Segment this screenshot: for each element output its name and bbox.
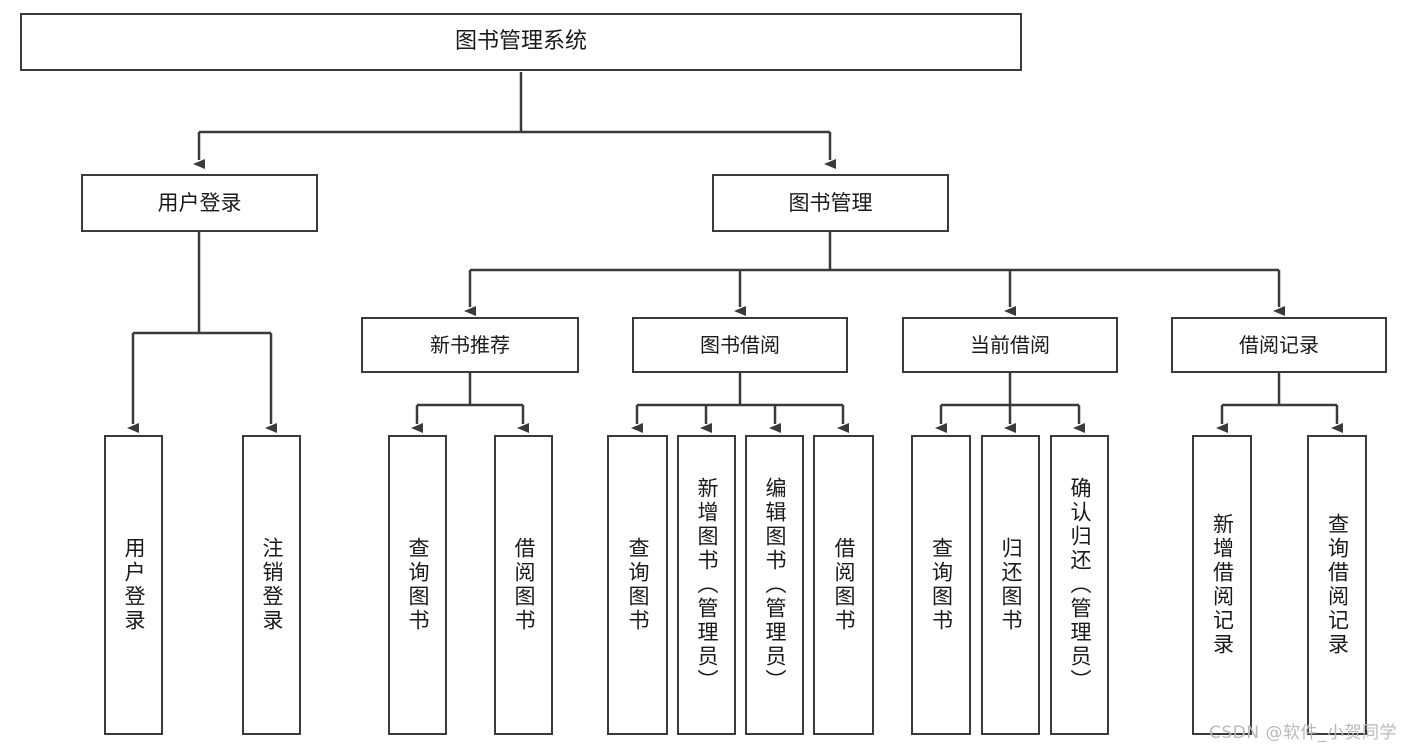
leaf-label: 查询图书 — [929, 537, 954, 633]
leaf-borrow-record-add[interactable]: 新增借阅记录 — [1192, 435, 1252, 735]
node-book-borrow[interactable]: 图书借阅 — [632, 317, 848, 373]
leaf-label: 归还图书 — [999, 537, 1023, 633]
node-new-book-recommend[interactable]: 新书推荐 — [361, 317, 579, 373]
leaf-current-borrow-confirm[interactable]: 确认归还（管理员） — [1050, 435, 1109, 735]
node-root[interactable]: 图书管理系统 — [20, 13, 1022, 71]
leaf-borrow-record-query[interactable]: 查询借阅记录 — [1307, 435, 1367, 735]
leaf-user-login-login[interactable]: 用户登录 — [104, 435, 163, 735]
leaf-user-login-logout[interactable]: 注销登录 — [242, 435, 301, 735]
leaf-book-borrow-edit[interactable]: 编辑图书（管理员） — [745, 435, 804, 735]
node-borrow-record[interactable]: 借阅记录 — [1171, 317, 1387, 373]
leaf-label: 注销登录 — [260, 537, 284, 633]
node-book-management[interactable]: 图书管理 — [712, 174, 949, 232]
leaf-book-borrow-query[interactable]: 查询图书 — [607, 435, 668, 735]
leaf-label: 新增借阅记录 — [1210, 513, 1235, 657]
leaf-book-borrow-borrow[interactable]: 借阅图书 — [813, 435, 874, 735]
leaf-new-book-borrow[interactable]: 借阅图书 — [494, 435, 553, 735]
leaf-label: 新增图书（管理员） — [695, 477, 719, 693]
leaf-new-book-query[interactable]: 查询图书 — [388, 435, 447, 735]
leaf-label: 查询借阅记录 — [1325, 513, 1350, 657]
leaf-label: 用户登录 — [122, 537, 146, 633]
leaf-label: 确认归还（管理员） — [1068, 477, 1092, 693]
leaf-label: 查询图书 — [626, 537, 650, 633]
node-user-login[interactable]: 用户登录 — [81, 174, 318, 232]
leaf-label: 查询图书 — [406, 537, 430, 633]
node-current-borrow[interactable]: 当前借阅 — [902, 317, 1118, 373]
leaf-book-borrow-add[interactable]: 新增图书（管理员） — [677, 435, 736, 735]
leaf-label: 借阅图书 — [512, 537, 536, 633]
leaf-label: 编辑图书（管理员） — [763, 477, 787, 693]
leaf-label: 借阅图书 — [832, 537, 856, 633]
leaf-current-borrow-return[interactable]: 归还图书 — [981, 435, 1040, 735]
leaf-current-borrow-query[interactable]: 查询图书 — [911, 435, 971, 735]
